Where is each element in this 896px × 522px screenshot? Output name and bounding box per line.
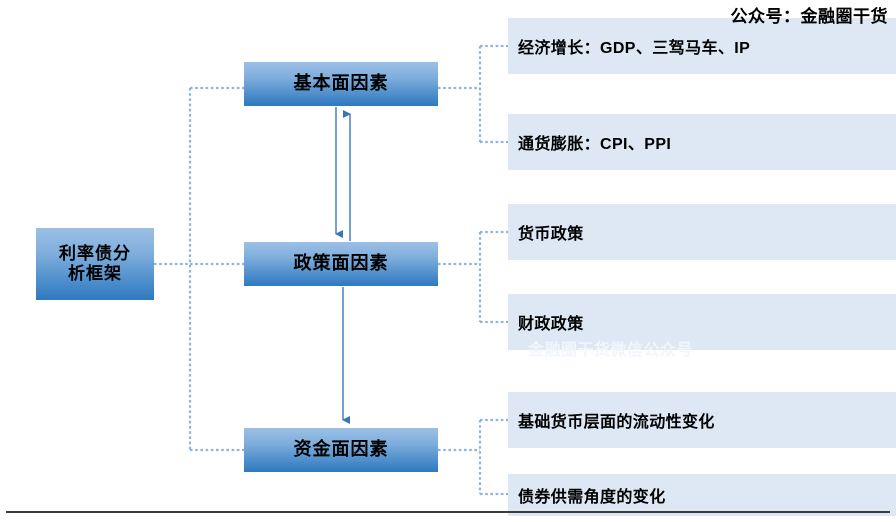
detail-text-liquidity-1: 债券供需角度的变化	[518, 489, 666, 506]
detail-bar-policy-1[interactable]: 财政政策	[508, 294, 896, 350]
node-root[interactable]: 利率债分 析框架	[36, 228, 154, 300]
node-policy[interactable]: 政策面因素	[244, 242, 438, 286]
watermark-text: 公众号：金融圈干货	[730, 7, 888, 26]
detail-text-policy-1: 财政政策	[518, 316, 584, 333]
detail-text-fundamental-0: 经济增长：GDP、三驾马车、IP	[518, 40, 751, 57]
bottom-divider	[6, 511, 890, 513]
detail-text-policy-0: 货币政策	[518, 226, 584, 243]
detail-bar-liquidity-0[interactable]: 基础货币层面的流动性变化	[508, 392, 896, 448]
detail-bar-liquidity-1[interactable]: 债券供需角度的变化	[508, 474, 896, 516]
node-fundamental[interactable]: 基本面因素	[244, 62, 438, 106]
node-liquidity[interactable]: 资金面因素	[244, 428, 438, 472]
detail-bar-fundamental-0[interactable]: 经济增长：GDP、三驾马车、IP	[508, 18, 896, 74]
detail-text-liquidity-0: 基础货币层面的流动性变化	[518, 414, 715, 431]
node-root-label-line2: 析框架	[68, 264, 122, 283]
node-liquidity-label: 资金面因素	[293, 439, 389, 460]
node-policy-label: 政策面因素	[293, 253, 389, 274]
node-fundamental-label: 基本面因素	[293, 73, 389, 94]
detail-text-fundamental-1: 通货膨胀：CPI、PPI	[518, 136, 672, 153]
ghost-watermark-text: 金融圈干货微信公众号	[528, 342, 694, 359]
detail-bar-policy-0[interactable]: 货币政策	[508, 204, 896, 260]
detail-bar-fundamental-1[interactable]: 通货膨胀：CPI、PPI	[508, 114, 896, 170]
node-root-label-line1: 利率债分	[59, 243, 131, 263]
